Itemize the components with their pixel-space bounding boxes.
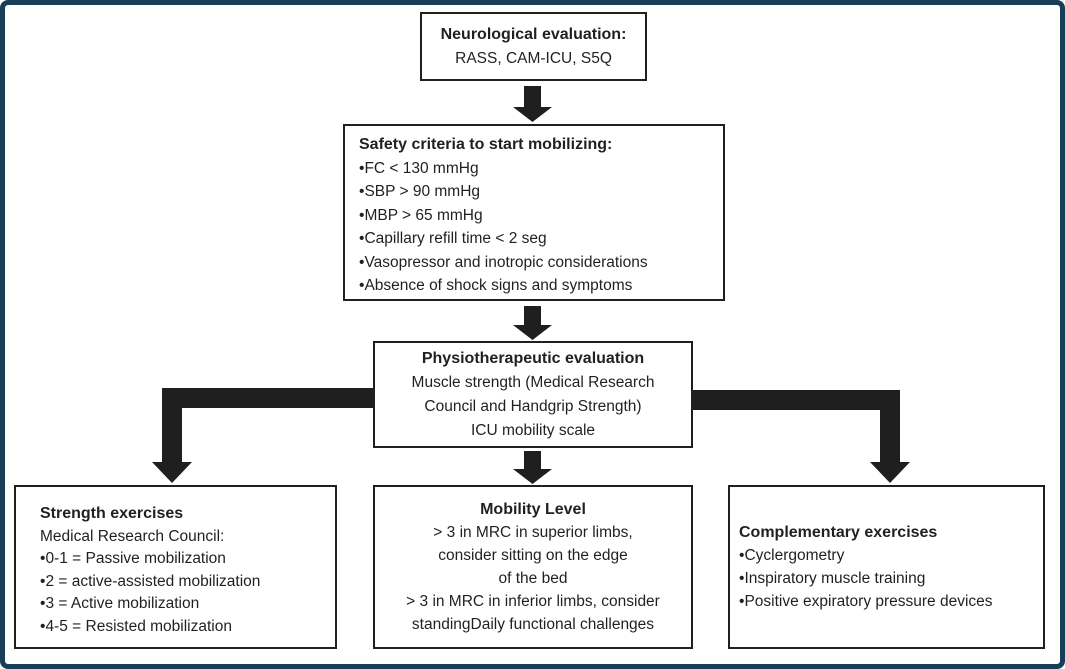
safety-criteria-box: Safety criteria to start mobilizing: FC …	[343, 124, 725, 301]
strength-exercises-box: Strength exercises Medical Research Coun…	[14, 485, 337, 649]
physiotherapeutic-evaluation-title: Physiotherapeutic evaluation	[421, 349, 645, 367]
physiotherapeutic-evaluation-box: Physiotherapeutic evaluation Muscle stre…	[373, 341, 693, 448]
mobility-level-line: consider sitting on the edge	[438, 547, 628, 564]
mobility-level-title: Mobility Level	[480, 501, 586, 518]
strength-exercises-subtitle: Medical Research Council:	[40, 527, 225, 545]
mobility-level-line: standingDaily functional challenges	[411, 616, 655, 633]
safety-criteria-item: SBP > 90 mmHg	[359, 180, 713, 204]
safety-criteria-item: Capillary refill time < 2 seg	[359, 227, 713, 251]
strength-exercises-list: 0-1 = Passive mobilization 2 = active-as…	[40, 548, 327, 638]
mobility-level-box: Mobility Level > 3 in MRC in superior li…	[373, 485, 693, 649]
elbow-arrow-left-icon	[152, 388, 373, 483]
down-arrow-3-icon	[513, 451, 552, 484]
neurological-evaluation-title: Neurological evaluation:	[440, 25, 627, 43]
elbow-arrow-right-icon	[693, 390, 910, 483]
safety-criteria-item: Absence of shock signs and symptoms	[359, 274, 713, 298]
strength-exercises-item: 4-5 = Resisted mobilization	[40, 616, 327, 639]
complementary-exercises-item: Cyclergometry	[739, 544, 993, 567]
strength-exercises-item: 0-1 = Passive mobilization	[40, 548, 327, 571]
complementary-exercises-list: Cyclergometry Inspiratory muscle trainin…	[739, 544, 993, 613]
safety-criteria-item: MBP > 65 mmHg	[359, 204, 713, 228]
mobility-level-line: > 3 in MRC in inferior limbs, consider	[406, 593, 660, 610]
complementary-exercises-item: Positive expiratory pressure devices	[739, 590, 992, 613]
safety-criteria-item: FC < 130 mmHg	[359, 157, 713, 181]
physiotherapeutic-evaluation-line: Council and Handgrip Strength)	[424, 397, 642, 415]
complementary-exercises-box: Complementary exercises Cyclergometry In…	[728, 485, 1045, 649]
safety-criteria-item: Vasopressor and inotropic considerations	[359, 251, 713, 275]
physiotherapeutic-evaluation-line: ICU mobility scale	[470, 421, 596, 439]
mobility-level-line: > 3 in MRC in superior limbs,	[433, 524, 633, 541]
down-arrow-2-icon	[513, 306, 552, 340]
strength-exercises-title: Strength exercises	[40, 505, 184, 522]
safety-criteria-list: FC < 130 mmHg SBP > 90 mmHg MBP > 65 mmH…	[359, 157, 713, 298]
complementary-exercises-item: Inspiratory muscle training	[739, 567, 993, 590]
down-arrow-1-icon	[513, 86, 552, 122]
physiotherapeutic-evaluation-line: Muscle strength (Medical Research	[411, 373, 655, 391]
complementary-exercises-title: Complementary exercises	[739, 524, 938, 541]
mobility-level-line: of the bed	[498, 570, 568, 587]
strength-exercises-item: 2 = active-assisted mobilization	[40, 571, 327, 594]
strength-exercises-item: 3 = Active mobilization	[40, 593, 327, 616]
neurological-evaluation-box: Neurological evaluation: RASS, CAM-ICU, …	[420, 12, 647, 81]
safety-criteria-title: Safety criteria to start mobilizing:	[359, 136, 613, 153]
neurological-evaluation-scales: RASS, CAM-ICU, S5Q	[455, 49, 612, 67]
